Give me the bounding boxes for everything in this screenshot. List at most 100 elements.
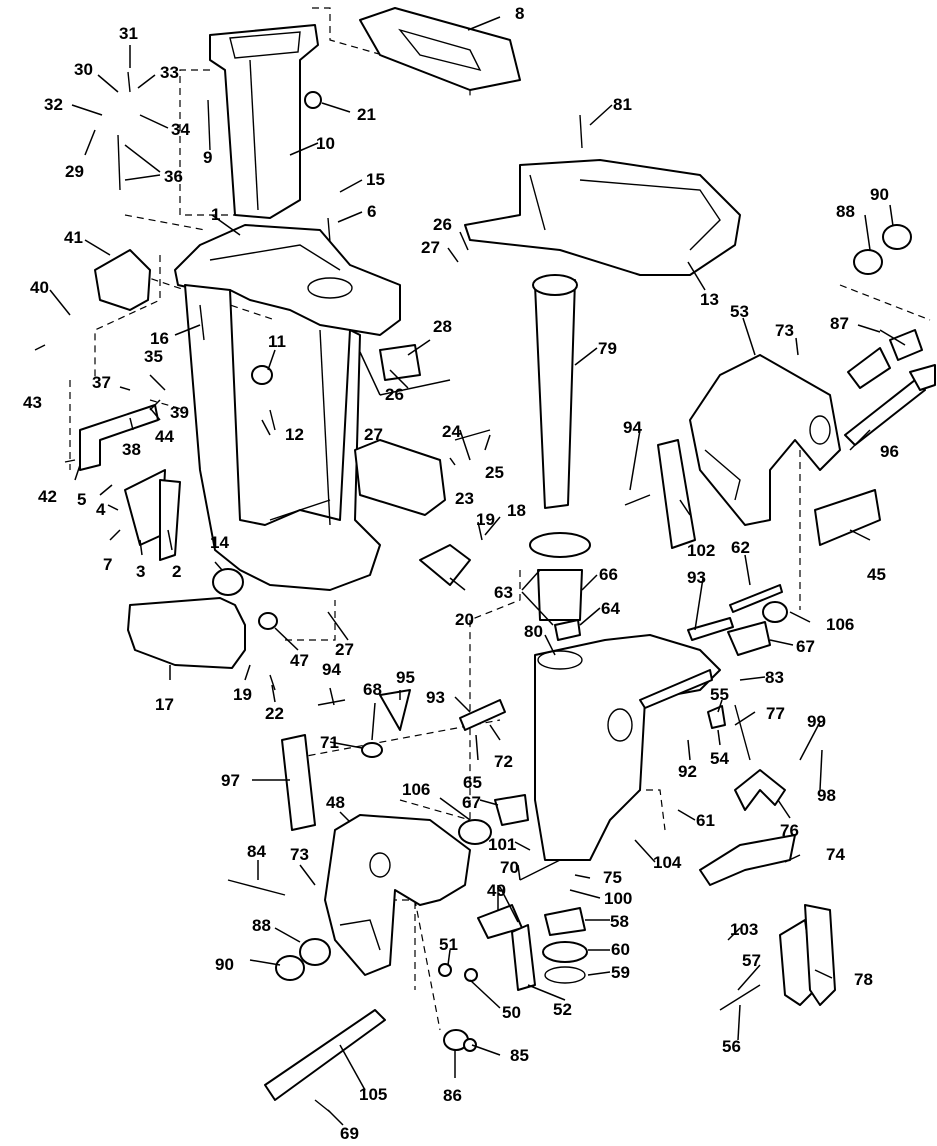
label-95: 95 — [396, 668, 415, 687]
label-38: 38 — [122, 440, 141, 459]
label-56: 56 — [722, 1037, 741, 1056]
support-78 — [779, 904, 836, 1006]
label-14: 14 — [210, 533, 229, 552]
leader-lines — [49, 16, 906, 1126]
label-65: 65 — [463, 773, 482, 792]
label-35: 35 — [144, 347, 163, 366]
lower-swivel-bracket-80 — [534, 634, 721, 861]
label-63: 63 — [494, 583, 513, 602]
label-99: 99 — [807, 712, 826, 731]
label-97: 97 — [221, 771, 240, 790]
callout-labels: 1 2 3 4 5 6 7 8 9 10 11 12 13 14 15 16 1… — [23, 4, 899, 1143]
label-21: 21 — [357, 105, 376, 124]
cover-17 — [127, 597, 246, 669]
label-44: 44 — [155, 427, 174, 446]
label-96: 96 — [880, 442, 899, 461]
label-1: 1 — [211, 205, 220, 224]
label-40: 40 — [30, 278, 49, 297]
label-27a: 27 — [421, 238, 440, 257]
label-74: 74 — [826, 845, 845, 864]
label-94a: 94 — [623, 418, 642, 437]
label-80: 80 — [524, 622, 543, 641]
label-85: 85 — [510, 1046, 529, 1065]
label-23: 23 — [455, 489, 474, 508]
label-50: 50 — [502, 1003, 521, 1022]
bushing-67-106 — [458, 601, 788, 845]
label-100: 100 — [604, 889, 632, 908]
label-8: 8 — [515, 4, 524, 23]
label-106a: 106 — [826, 615, 854, 634]
label-13: 13 — [700, 290, 719, 309]
label-19b: 19 — [476, 510, 495, 529]
label-24: 24 — [442, 422, 461, 441]
label-73a: 73 — [775, 321, 794, 340]
label-60: 60 — [611, 940, 630, 959]
bracket-rod-105 — [264, 1009, 386, 1101]
label-57: 57 — [742, 951, 761, 970]
label-93b: 93 — [426, 688, 445, 707]
label-43: 43 — [23, 393, 42, 412]
gasket-8 — [359, 7, 521, 91]
label-68: 68 — [363, 680, 382, 699]
label-17: 17 — [155, 695, 174, 714]
label-64: 64 — [601, 599, 620, 618]
label-61: 61 — [696, 811, 715, 830]
label-15: 15 — [366, 170, 385, 189]
label-27c: 27 — [335, 640, 354, 659]
label-87: 87 — [830, 314, 849, 333]
label-106b: 106 — [402, 780, 430, 799]
label-36: 36 — [164, 167, 183, 186]
label-37: 37 — [92, 373, 111, 392]
nuts-bolts — [251, 91, 923, 1052]
reverse-lock-plate-102-97 — [281, 439, 696, 831]
sleeve-45 — [814, 489, 881, 546]
label-27b: 27 — [364, 425, 383, 444]
label-98: 98 — [817, 786, 836, 805]
tilt-lever-74 — [699, 834, 796, 886]
label-62: 62 — [731, 538, 750, 557]
label-90a: 90 — [870, 185, 889, 204]
label-84: 84 — [247, 842, 266, 861]
label-9: 9 — [203, 148, 212, 167]
label-72: 72 — [494, 752, 513, 771]
small-bolts — [34, 71, 761, 1113]
label-104: 104 — [653, 853, 682, 872]
label-41: 41 — [64, 228, 83, 247]
label-30: 30 — [74, 60, 93, 79]
steering-tube-79 — [532, 274, 578, 509]
label-18: 18 — [507, 501, 526, 520]
label-92: 92 — [678, 762, 697, 781]
plate-24-20 — [354, 439, 471, 586]
label-26b: 26 — [385, 385, 404, 404]
stern-bracket-53 — [689, 354, 841, 526]
label-58: 58 — [610, 912, 629, 931]
label-22: 22 — [265, 704, 284, 723]
label-70: 70 — [500, 858, 519, 877]
label-66: 66 — [599, 565, 618, 584]
label-33: 33 — [160, 63, 179, 82]
pin-62-93 — [459, 584, 783, 731]
label-79: 79 — [598, 339, 617, 358]
label-48: 48 — [326, 793, 345, 812]
label-52: 52 — [553, 1000, 572, 1019]
label-25: 25 — [485, 463, 504, 482]
exhaust-housing-10 — [209, 24, 319, 219]
label-75: 75 — [603, 868, 622, 887]
label-26a: 26 — [433, 215, 452, 234]
label-28: 28 — [433, 317, 452, 336]
label-102: 102 — [687, 541, 715, 560]
label-51: 51 — [439, 935, 458, 954]
label-34: 34 — [171, 120, 190, 139]
label-11: 11 — [268, 332, 286, 351]
label-77: 77 — [766, 704, 785, 723]
label-54: 54 — [710, 749, 729, 768]
label-69: 69 — [340, 1124, 359, 1143]
label-12: 12 — [285, 425, 304, 444]
label-93a: 93 — [687, 568, 706, 587]
label-5: 5 — [77, 490, 86, 509]
stern-bracket-48 — [324, 814, 471, 976]
label-32: 32 — [44, 95, 63, 114]
label-20: 20 — [455, 610, 474, 629]
